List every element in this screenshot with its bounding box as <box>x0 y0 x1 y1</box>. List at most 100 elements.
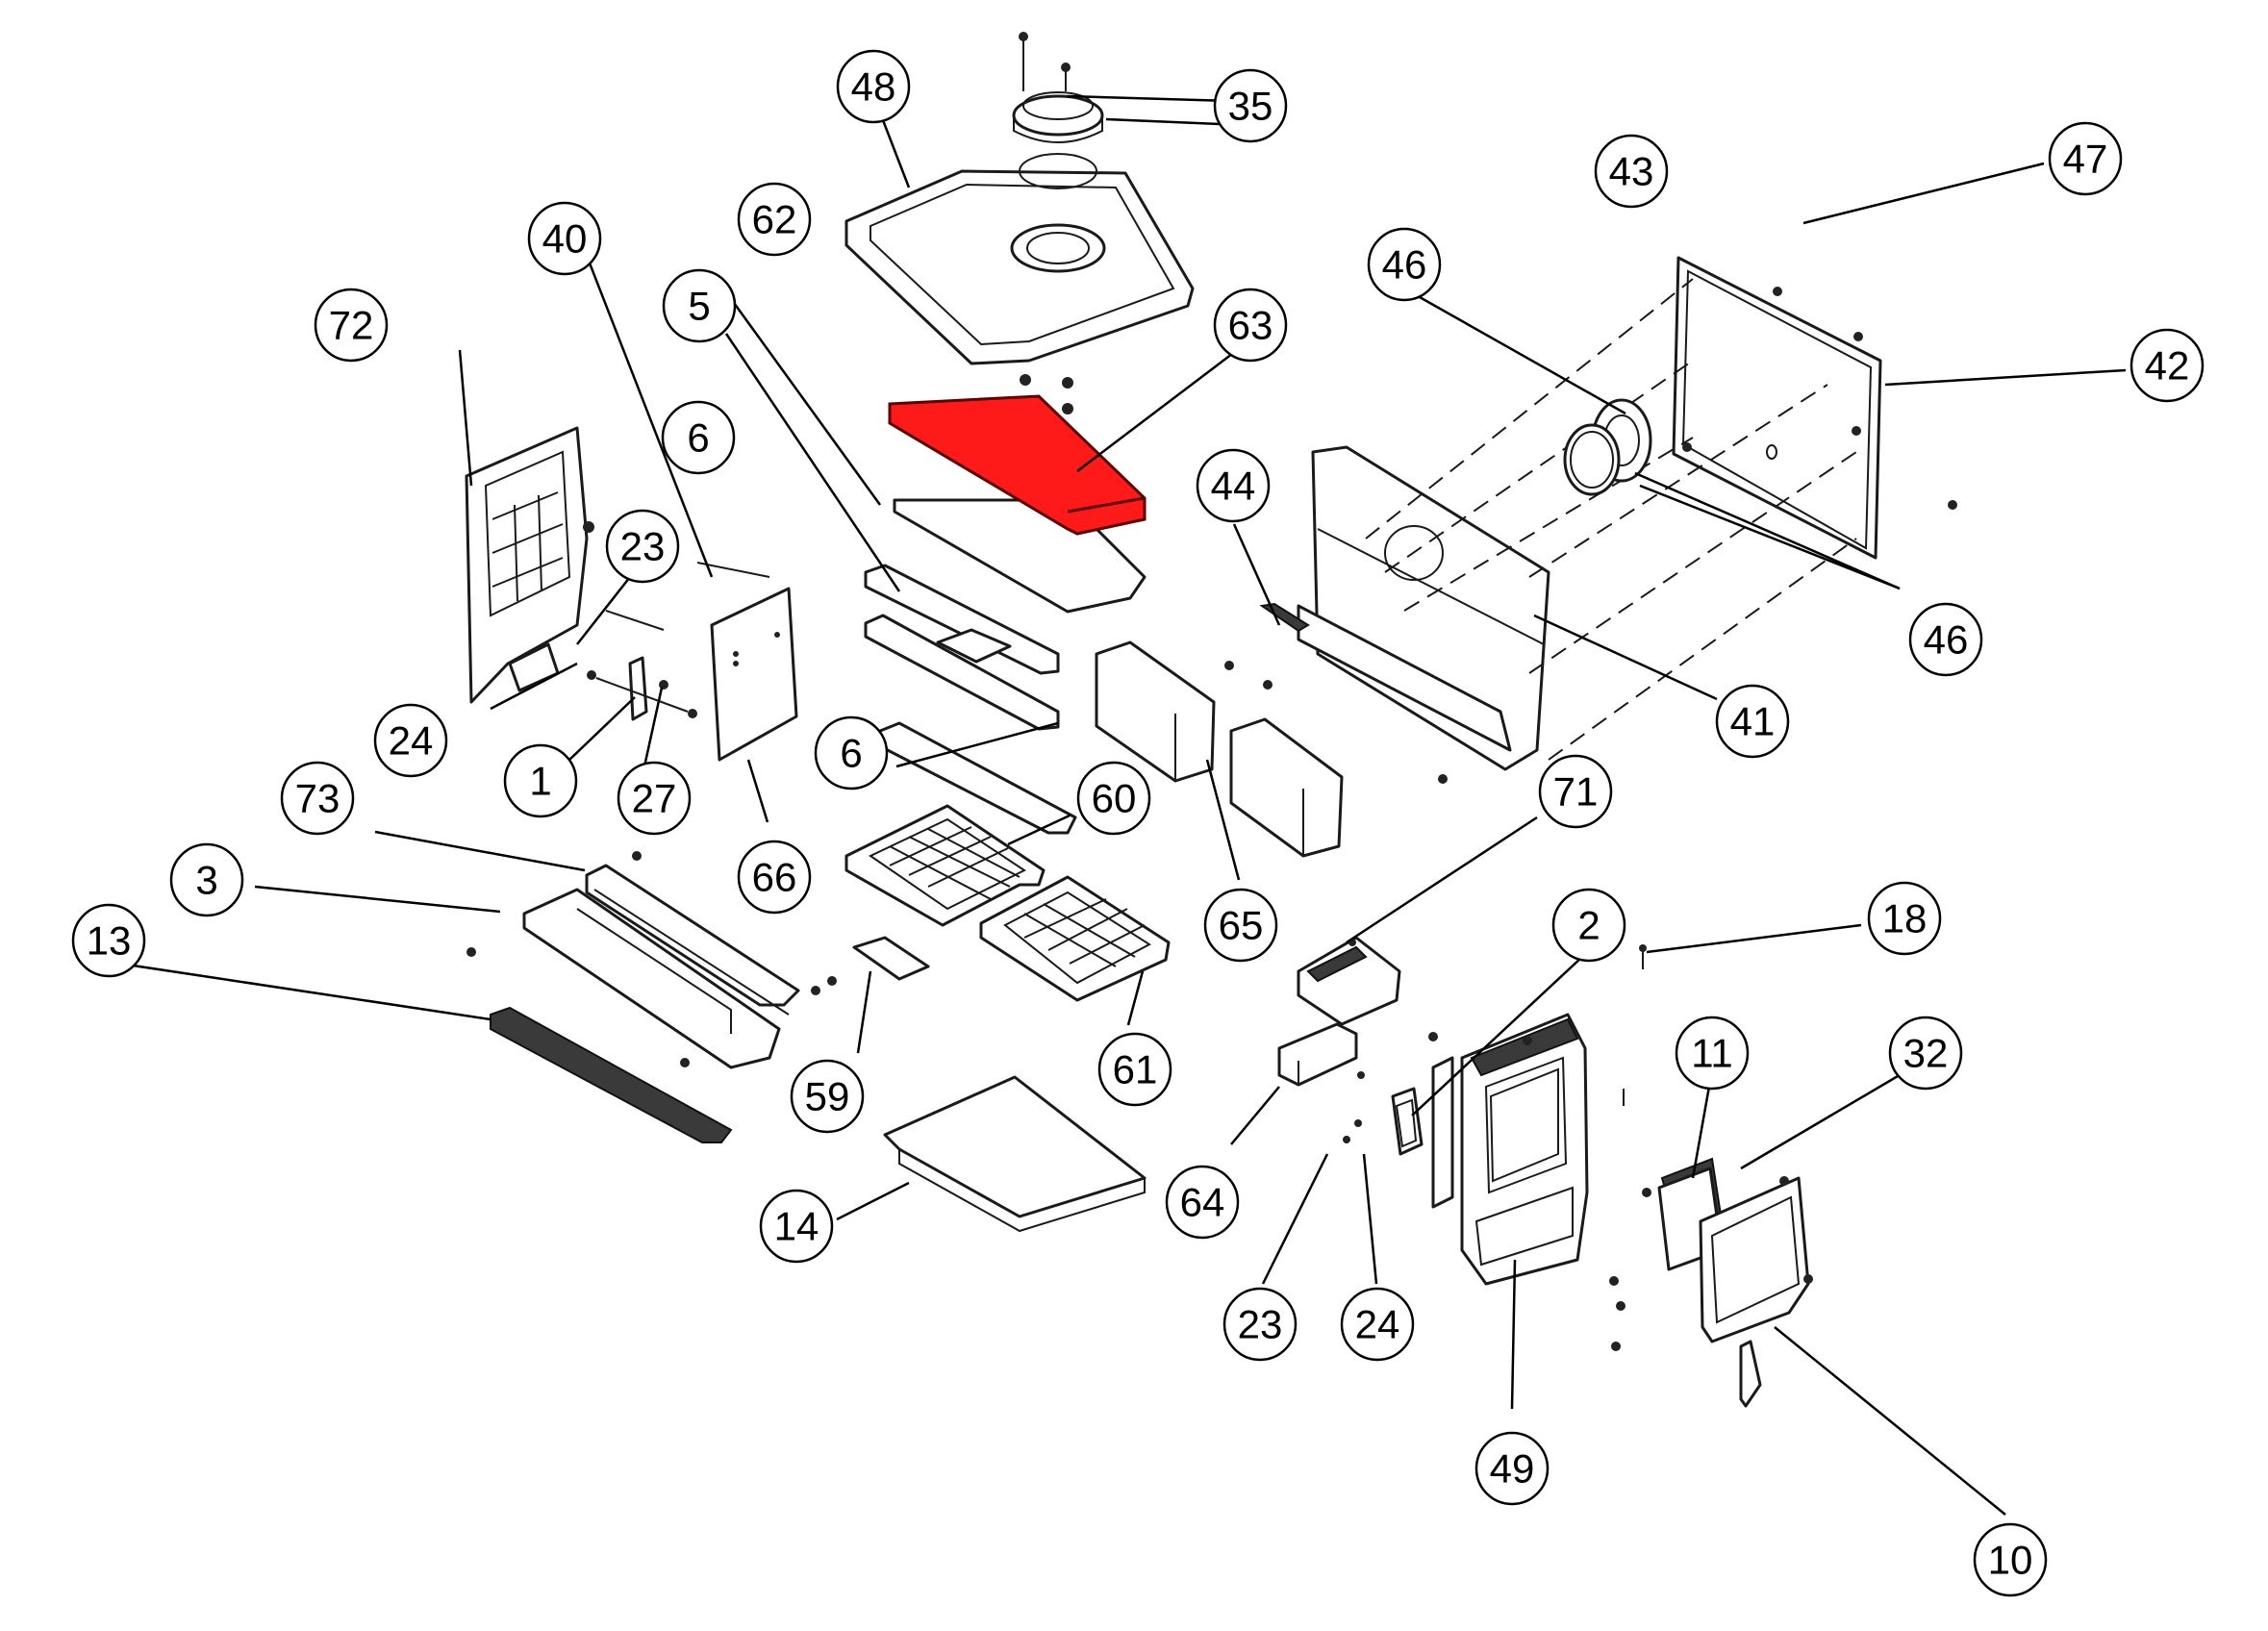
callout-72: 72 <box>314 288 389 363</box>
baffle-board-assembly <box>888 394 1147 614</box>
callout-35-label: 35 <box>1228 84 1273 129</box>
callout-11: 11 <box>1675 1016 1750 1091</box>
callout-47-label: 47 <box>2063 137 2108 182</box>
callout-59: 59 <box>790 1059 865 1134</box>
callout-18-label: 18 <box>1882 896 1928 941</box>
rear-flue-outlet <box>1563 398 1652 496</box>
callout-65-label: 65 <box>1219 903 1264 948</box>
callout-2: 2 <box>1551 888 1626 963</box>
callout-35: 35 <box>1213 68 1288 143</box>
callout-63-label: 63 <box>1228 303 1273 348</box>
ash-pan <box>883 1075 1147 1233</box>
grate-left <box>844 804 1046 927</box>
door-assembly <box>1609 1157 1813 1408</box>
callout-6-top-label: 6 <box>687 415 709 461</box>
left-side-panel <box>465 426 594 704</box>
callout-14: 14 <box>759 1189 834 1264</box>
callout-48-label: 48 <box>851 64 896 110</box>
callout-27: 27 <box>617 761 692 836</box>
callout-42: 42 <box>2129 328 2205 403</box>
callout-44-label: 44 <box>1211 464 1256 509</box>
callout-24-right: 24 <box>1340 1287 1415 1362</box>
callout-18: 18 <box>1867 881 1942 956</box>
callout-13: 13 <box>71 903 146 978</box>
callout-49-label: 49 <box>1490 1446 1535 1492</box>
callout-1-label: 1 <box>529 759 551 804</box>
callout-43: 43 <box>1594 134 1669 209</box>
callout-24-right-label: 24 <box>1355 1302 1400 1347</box>
callout-47: 47 <box>2048 121 2123 196</box>
callout-60: 60 <box>1076 761 1151 836</box>
callout-32: 32 <box>1888 1016 1963 1091</box>
callout-24-left-label: 24 <box>389 718 434 764</box>
callout-41-label: 41 <box>1730 699 1776 744</box>
callout-41: 41 <box>1715 684 1790 759</box>
air-control-parts <box>587 610 697 721</box>
callout-72-label: 72 <box>329 303 374 348</box>
callout-43-label: 43 <box>1609 149 1654 194</box>
assembly-dashed-lines <box>1365 278 1857 761</box>
callout-48: 48 <box>836 49 911 124</box>
callout-6-top: 6 <box>661 400 736 475</box>
callout-44: 44 <box>1196 448 1271 523</box>
flue-collar <box>1012 32 1104 189</box>
callout-62: 62 <box>737 182 812 257</box>
callout-59-label: 59 <box>805 1074 850 1119</box>
callout-46-top-label: 46 <box>1382 242 1427 288</box>
callout-61: 61 <box>1097 1032 1172 1107</box>
callout-64-label: 64 <box>1180 1180 1225 1225</box>
door-handle-surround <box>1343 1071 1424 1156</box>
callout-46-bottom: 46 <box>1908 602 1983 677</box>
callout-42-label: 42 <box>2145 343 2190 389</box>
callout-73-label: 73 <box>295 776 340 821</box>
callout-23-left: 23 <box>605 509 680 584</box>
pin <box>1623 944 1647 1106</box>
callout-65: 65 <box>1203 888 1278 963</box>
front-bars <box>466 851 800 1143</box>
callout-23-left-label: 23 <box>620 524 666 569</box>
callout-63: 63 <box>1213 288 1288 363</box>
callout-49: 49 <box>1474 1431 1550 1506</box>
callout-1: 1 <box>503 743 578 818</box>
callout-23-right: 23 <box>1222 1287 1298 1362</box>
callout-11-label: 11 <box>1691 1031 1733 1076</box>
callout-60-label: 60 <box>1092 776 1137 821</box>
callout-3: 3 <box>169 842 244 917</box>
callout-24-left: 24 <box>373 703 448 778</box>
top-plate <box>844 169 1195 414</box>
callout-2-label: 2 <box>1577 903 1600 948</box>
callout-61-label: 61 <box>1113 1047 1158 1092</box>
callout-23-right-label: 23 <box>1238 1302 1283 1347</box>
rear-firebox-panel <box>1224 445 1550 784</box>
callout-10: 10 <box>1973 1522 2048 1597</box>
grate-right <box>979 875 1171 1002</box>
callout-40-label: 40 <box>542 216 588 262</box>
callout-3-label: 3 <box>195 858 217 903</box>
highlighted-baffle-board <box>888 394 1147 536</box>
callout-10-label: 10 <box>1988 1538 2033 1583</box>
callout-32-label: 32 <box>1903 1031 1949 1076</box>
callout-73: 73 <box>280 761 355 836</box>
callout-46-top: 46 <box>1367 227 1442 302</box>
back-plate <box>1672 256 1957 560</box>
callout-27-label: 27 <box>632 776 677 821</box>
callout-6-bottom-label: 6 <box>840 731 862 776</box>
air-slide <box>1297 936 1401 1026</box>
leader-lines <box>119 94 2127 1516</box>
callout-64: 64 <box>1165 1165 1240 1240</box>
ash-pan-cover <box>811 936 930 995</box>
callout-71: 71 <box>1538 754 1613 829</box>
callout-71-label: 71 <box>1553 769 1599 815</box>
callout-13-label: 13 <box>87 918 132 964</box>
side-brick <box>696 562 798 762</box>
side-bricks-pair <box>1095 640 1344 858</box>
callout-5: 5 <box>662 268 737 343</box>
callout-14-label: 14 <box>774 1204 819 1249</box>
callout-62-label: 62 <box>752 197 797 242</box>
small-brick <box>1277 1022 1358 1087</box>
callout-66-label: 66 <box>752 855 797 900</box>
callout-6-bottom: 6 <box>814 715 889 790</box>
callout-5-label: 5 <box>688 284 710 329</box>
callout-40: 40 <box>527 201 602 276</box>
